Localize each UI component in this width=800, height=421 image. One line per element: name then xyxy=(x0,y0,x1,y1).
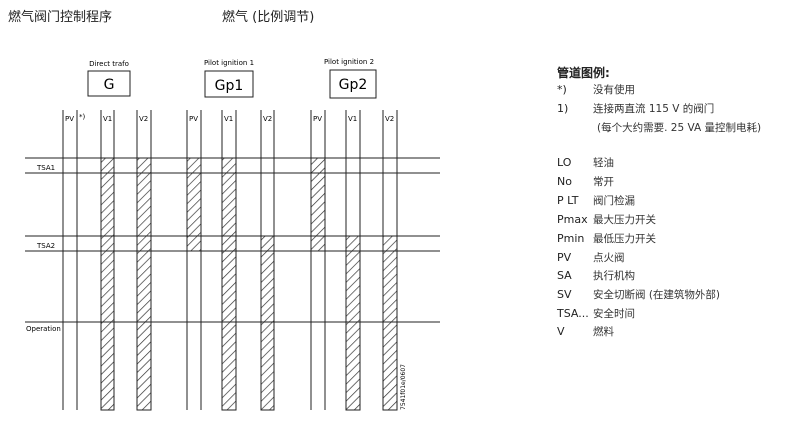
legend-abbr: Pmax xyxy=(557,213,588,226)
legend-desc: 安全时间 xyxy=(593,308,635,320)
col-label-v2-gp1: V2 xyxy=(263,115,272,123)
col-label-note-g: *) xyxy=(79,113,86,121)
legend-desc: 执行机构 xyxy=(593,270,635,282)
legend-desc: 燃料 xyxy=(593,326,614,338)
group-box-gp1 xyxy=(204,70,254,98)
col-label-pv-g: PV xyxy=(65,115,74,123)
legend-item: SA 执行机构 xyxy=(557,268,635,283)
reference-code: 7541f01e/0607 xyxy=(400,364,407,410)
legend-item: Pmax 最大压力开关 xyxy=(557,212,656,227)
legend-note-row: 1) 连接两直流 115 V 的阀门 xyxy=(557,101,714,116)
legend-desc: 轻油 xyxy=(593,157,614,169)
group-caption-g: Direct trafo xyxy=(89,60,129,68)
legend-item: No 常开 xyxy=(557,174,614,189)
group-caption-gp1: Pilot ignition 1 xyxy=(204,59,254,67)
legend-desc: 点火阀 xyxy=(593,252,625,264)
legend-abbr: SA xyxy=(557,269,572,282)
legend-desc: 最大压力开关 xyxy=(593,214,656,226)
legend-note-abbr: 1) xyxy=(557,102,569,115)
legend-abbr: LO xyxy=(557,156,572,169)
group-box-gp2 xyxy=(329,69,377,99)
legend-item: P LT 阀门检漏 xyxy=(557,193,635,208)
legend-abbr: Pmin xyxy=(557,232,585,245)
legend-note-row: *) 没有使用 xyxy=(557,82,635,97)
col-label-v2-gp2: V2 xyxy=(385,115,394,123)
legend-abbr: V xyxy=(557,325,565,338)
col-label-v2-g: V2 xyxy=(139,115,148,123)
legend-abbr: P LT xyxy=(557,194,579,207)
group-label-g: G xyxy=(104,77,115,93)
col-label-v1-g: V1 xyxy=(103,115,112,123)
row-label-tsa1: TSA1 xyxy=(36,164,55,172)
legend-item: TSA... 安全时间 xyxy=(557,306,635,321)
legend-abbr: TSA... xyxy=(557,307,589,320)
legend-abbr: PV xyxy=(557,251,572,264)
legend-abbr: SV xyxy=(557,288,572,301)
col-label-pv-gp1: PV xyxy=(189,115,198,123)
col-label-pv-gp2: PV xyxy=(313,115,322,123)
legend-desc: 最低压力开关 xyxy=(593,233,656,245)
legend-note-abbr: *) xyxy=(557,83,567,96)
legend-note-desc: 连接两直流 115 V 的阀门 xyxy=(593,103,715,115)
legend-item: V 燃料 xyxy=(557,324,614,339)
legend-desc: 安全切断阀 (在建筑物外部) xyxy=(593,289,721,301)
group-label-gp1: Gp1 xyxy=(215,78,244,94)
legend-item: Pmin 最低压力开关 xyxy=(557,231,656,246)
group-label-gp2: Gp2 xyxy=(339,77,368,93)
legend-note-extra: (每个大约需要. 25 VA 量控制电耗) xyxy=(597,122,762,134)
timing-lines xyxy=(25,157,440,323)
page-subtitle: 燃气 (比例调节) xyxy=(222,10,315,25)
legend-item: LO 轻油 xyxy=(557,155,614,170)
group-caption-gp2: Pilot ignition 2 xyxy=(324,58,374,66)
legend-item: PV 点火阀 xyxy=(557,250,625,265)
row-label-operation: Operation xyxy=(26,325,61,333)
legend-abbr: No xyxy=(557,175,572,188)
legend-desc: 常开 xyxy=(593,176,614,188)
legend-item: SV 安全切断阀 (在建筑物外部) xyxy=(557,287,720,302)
group-box-g xyxy=(87,70,131,97)
col-label-v1-gp2: V1 xyxy=(348,115,357,123)
page-title: 燃气阀门控制程序 xyxy=(8,10,113,25)
legend-desc: 阀门检漏 xyxy=(593,195,635,207)
valve-open-bars xyxy=(100,157,398,411)
legend-title: 管道图例: xyxy=(557,66,610,80)
col-label-v1-gp1: V1 xyxy=(224,115,233,123)
row-label-tsa2: TSA2 xyxy=(36,242,55,250)
legend-note-desc: 没有使用 xyxy=(593,84,635,96)
